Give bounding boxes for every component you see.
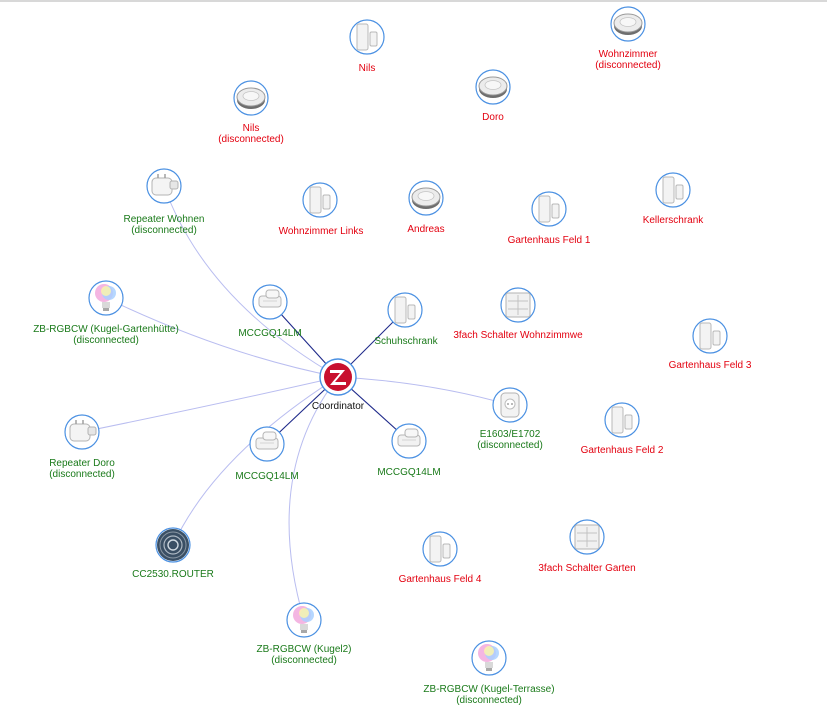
node-mccgq-2[interactable]: MCCGQ14LM bbox=[235, 426, 299, 482]
plug-repeater-icon bbox=[69, 420, 97, 442]
link-repeater-doro bbox=[81, 376, 339, 433]
node-zb-kugel2[interactable]: ZB-RGBCW (Kugel2)(disconnected) bbox=[256, 602, 352, 666]
node-label-schalter-wohnzimmer: 3fach Schalter Wohnzimmwe bbox=[453, 330, 583, 341]
smoke-detector-icon bbox=[236, 87, 266, 109]
node-schalter-garten[interactable]: 3fach Schalter Garten bbox=[538, 519, 636, 574]
contact-sensor-icon bbox=[258, 289, 282, 308]
node-gartenhaus4[interactable]: Gartenhaus Feld 4 bbox=[399, 531, 482, 585]
wall-switch-icon bbox=[505, 292, 531, 318]
node-gartenhaus1[interactable]: Gartenhaus Feld 1 bbox=[508, 191, 591, 246]
node-andreas[interactable]: Andreas bbox=[407, 180, 445, 235]
link-cc2530 bbox=[172, 376, 339, 546]
node-label-gartenhaus4: Gartenhaus Feld 4 bbox=[399, 574, 482, 585]
smoke-detector-icon bbox=[478, 76, 508, 98]
link-zb-kugel2 bbox=[288, 376, 339, 621]
router-board-icon bbox=[157, 529, 189, 561]
zigbee-logo-icon bbox=[324, 363, 352, 391]
node-label-zb-kugel2: ZB-RGBCW (Kugel2)(disconnected) bbox=[256, 644, 351, 666]
rgb-bulb-icon bbox=[478, 644, 499, 671]
wall-switch-icon bbox=[574, 524, 600, 550]
node-kellerschrank[interactable]: Kellerschrank bbox=[643, 172, 705, 226]
node-wohnzimmer-links[interactable]: Wohnzimmer Links bbox=[279, 182, 364, 237]
rgb-bulb-icon bbox=[293, 606, 314, 633]
door-sensor-icon bbox=[699, 322, 721, 350]
node-label-kellerschrank: Kellerschrank bbox=[643, 215, 705, 226]
node-repeater-doro[interactable]: Repeater Doro(disconnected) bbox=[49, 414, 115, 480]
smoke-detector-icon bbox=[613, 13, 643, 35]
smart-plug-icon bbox=[500, 392, 520, 418]
node-repeater-wohnen[interactable]: Repeater Wohnen(disconnected) bbox=[124, 168, 205, 236]
node-nils1[interactable]: Nils bbox=[349, 19, 385, 74]
node-label-schalter-garten: 3fach Schalter Garten bbox=[538, 563, 635, 574]
node-label-wohnzimmer1: Wohnzimmer(disconnected) bbox=[595, 49, 661, 71]
node-label-zb-kugel-gartenhuette: ZB-RGBCW (Kugel-Gartenhütte)(disconnecte… bbox=[33, 324, 179, 346]
node-label-repeater-wohnen: Repeater Wohnen(disconnected) bbox=[124, 214, 205, 236]
node-label-schuhschrank: Schuhschrank bbox=[374, 336, 438, 347]
door-sensor-icon bbox=[538, 195, 560, 223]
door-sensor-icon bbox=[356, 23, 378, 51]
link-repeater-wohnen bbox=[163, 185, 339, 378]
node-label-coordinator: Coordinator bbox=[312, 401, 365, 412]
door-sensor-icon bbox=[309, 186, 331, 214]
door-sensor-icon bbox=[394, 296, 416, 324]
node-wohnzimmer1[interactable]: Wohnzimmer(disconnected) bbox=[595, 6, 661, 71]
node-label-cc2530: CC2530.ROUTER bbox=[132, 569, 214, 580]
node-label-repeater-doro: Repeater Doro(disconnected) bbox=[49, 458, 115, 480]
node-label-e1603: E1603/E1702(disconnected) bbox=[477, 429, 543, 451]
node-mccgq-3[interactable]: MCCGQ14LM bbox=[377, 423, 441, 478]
node-label-mccgq-1: MCCGQ14LM bbox=[238, 328, 301, 339]
node-zb-kugel-terrasse[interactable]: ZB-RGBCW (Kugel-Terrasse)(disconnected) bbox=[423, 640, 555, 706]
node-label-nils1: Nils bbox=[359, 63, 376, 74]
door-sensor-icon bbox=[662, 176, 684, 204]
node-zb-kugel-gartenhuette[interactable]: ZB-RGBCW (Kugel-Gartenhütte)(disconnecte… bbox=[33, 280, 179, 346]
node-label-gartenhaus1: Gartenhaus Feld 1 bbox=[508, 235, 591, 246]
smoke-detector-icon bbox=[411, 187, 441, 209]
node-label-nils2: Nils(disconnected) bbox=[218, 123, 284, 145]
node-label-mccgq-3: MCCGQ14LM bbox=[377, 467, 440, 478]
node-cc2530[interactable]: CC2530.ROUTER bbox=[132, 527, 214, 580]
node-label-mccgq-2: MCCGQ14LM bbox=[235, 471, 298, 482]
node-label-zb-kugel-terrasse: ZB-RGBCW (Kugel-Terrasse)(disconnected) bbox=[423, 684, 554, 706]
plug-repeater-icon bbox=[151, 174, 179, 196]
node-doro[interactable]: Doro bbox=[475, 69, 511, 123]
node-layer: Nils Wohnzimmer(disconnected) DoroNils(dis… bbox=[33, 6, 752, 706]
node-schalter-wohnzimmer[interactable]: 3fach Schalter Wohnzimmwe bbox=[453, 287, 583, 341]
node-label-gartenhaus2: Gartenhaus Feld 2 bbox=[581, 445, 664, 456]
node-gartenhaus3[interactable]: Gartenhaus Feld 3 bbox=[669, 318, 752, 371]
node-nils2[interactable]: Nils(disconnected) bbox=[218, 80, 284, 145]
node-gartenhaus2[interactable]: Gartenhaus Feld 2 bbox=[581, 402, 664, 456]
node-coordinator[interactable]: Coordinator bbox=[312, 358, 365, 412]
link-e1603 bbox=[337, 376, 511, 406]
top-border bbox=[0, 0, 827, 2]
door-sensor-icon bbox=[611, 406, 633, 434]
rgb-bulb-icon bbox=[95, 284, 116, 311]
node-label-gartenhaus3: Gartenhaus Feld 3 bbox=[669, 360, 752, 371]
node-e1603[interactable]: E1603/E1702(disconnected) bbox=[477, 387, 543, 451]
node-label-doro: Doro bbox=[482, 112, 504, 123]
node-label-wohnzimmer-links: Wohnzimmer Links bbox=[279, 226, 364, 237]
contact-sensor-icon bbox=[255, 431, 279, 450]
door-sensor-icon bbox=[429, 535, 451, 563]
contact-sensor-icon bbox=[397, 428, 421, 447]
link-zb-kugel-gartenhuette bbox=[105, 297, 339, 378]
node-mccgq-1[interactable]: MCCGQ14LM bbox=[238, 284, 302, 339]
node-schuhschrank[interactable]: Schuhschrank bbox=[374, 292, 439, 347]
node-label-andreas: Andreas bbox=[407, 224, 444, 235]
